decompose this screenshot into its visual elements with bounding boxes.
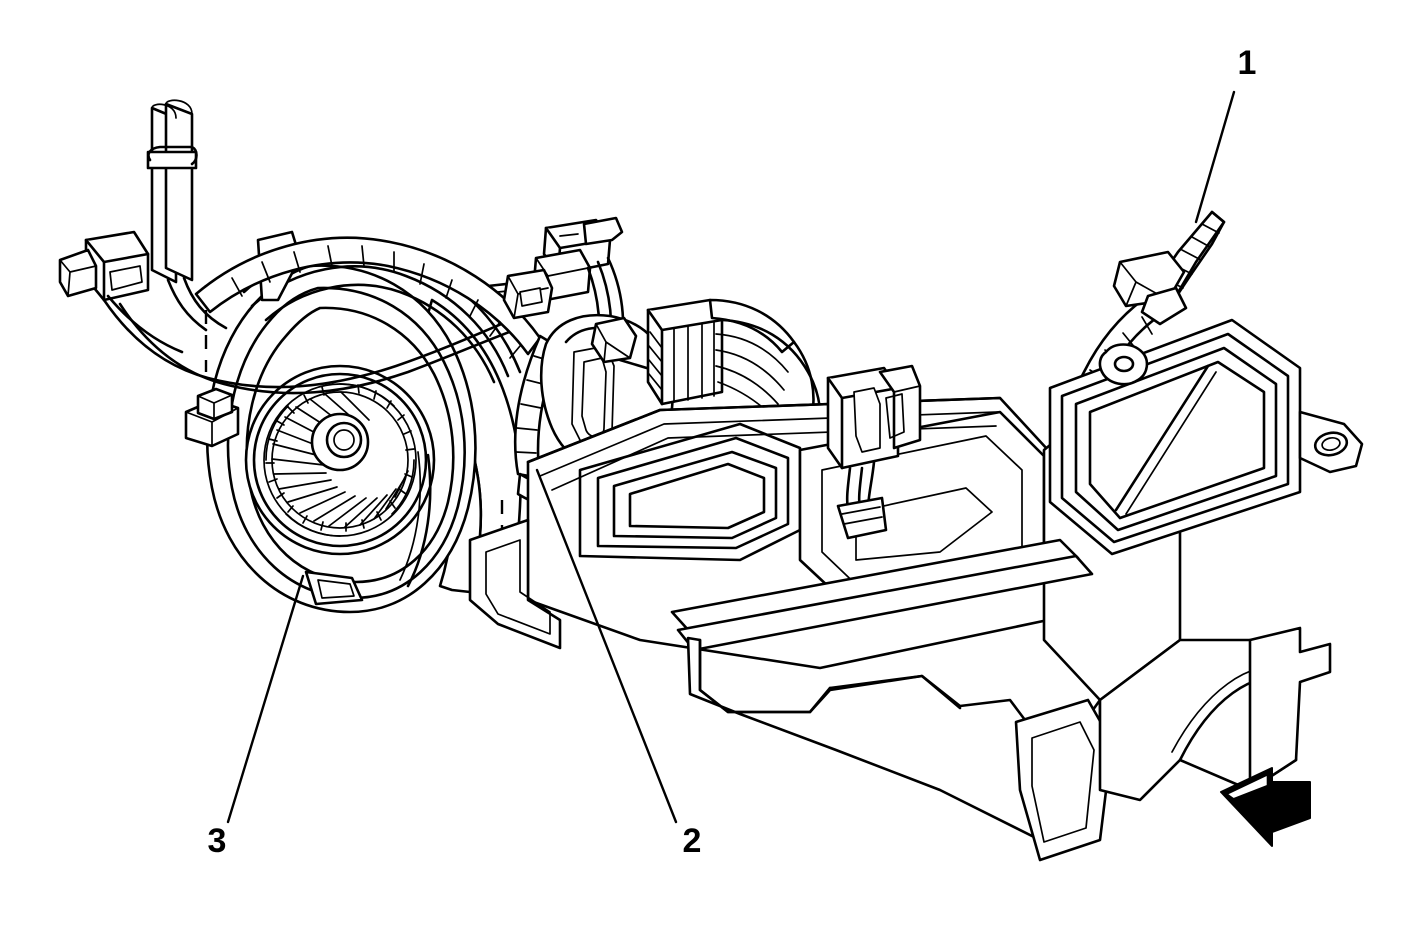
callouts: 1 2 3 bbox=[208, 44, 1257, 860]
callout-1-leader bbox=[1194, 90, 1236, 224]
blower-fan-ring-inner bbox=[252, 372, 428, 548]
hvac-case-mounting-ear bbox=[1298, 410, 1364, 474]
blower-fan-tip-segments bbox=[265, 383, 415, 537]
callout-3-number: 3 bbox=[208, 822, 227, 860]
blower-volute-ring-2 bbox=[245, 306, 455, 584]
blower-housing-top-arc-3 bbox=[264, 283, 496, 384]
callout-2-leader bbox=[535, 468, 678, 824]
conduit-ribs-upper bbox=[231, 245, 521, 359]
hvac-case-left-step bbox=[468, 518, 562, 650]
cooling-tube-collar bbox=[146, 150, 198, 170]
resistor-plug bbox=[590, 316, 638, 364]
harness-branch-connector bbox=[532, 216, 625, 362]
wiring-harness-conduit-connector bbox=[1112, 210, 1226, 326]
hvac-case-boss bbox=[1098, 343, 1149, 386]
multi-pin-connector-ribs bbox=[648, 321, 715, 403]
harness-left-branch bbox=[58, 230, 522, 395]
blower-housing-top-arc-2 bbox=[250, 265, 510, 378]
harness-conduit-over-blower bbox=[194, 236, 542, 359]
blower-motor-cooling-tube bbox=[146, 99, 228, 332]
harness-end-plug bbox=[1112, 250, 1188, 326]
forward-direction-arrow bbox=[1220, 767, 1311, 847]
callout-2-number: 2 bbox=[683, 822, 702, 860]
callout-1-number: 1 bbox=[1238, 44, 1257, 82]
blower-housing-hex-bolt bbox=[184, 387, 240, 448]
blower-fan-hub bbox=[325, 421, 363, 459]
hvac-module-case bbox=[468, 318, 1364, 862]
blower-fan-hub-center bbox=[333, 429, 355, 451]
blower-scroll-tongue bbox=[406, 453, 432, 588]
multi-pin-connector bbox=[646, 298, 822, 460]
callout-3-leader bbox=[226, 574, 305, 824]
blower-motor-assembly bbox=[184, 230, 532, 614]
module-connector-small bbox=[502, 268, 554, 320]
blower-fan-band-2 bbox=[271, 391, 409, 529]
blower-scroll-tongue-2 bbox=[399, 451, 422, 581]
blower-motor-connector bbox=[58, 230, 150, 302]
blower-mount-tab-left-inner bbox=[317, 579, 355, 599]
hvac-top-connector bbox=[826, 364, 922, 540]
